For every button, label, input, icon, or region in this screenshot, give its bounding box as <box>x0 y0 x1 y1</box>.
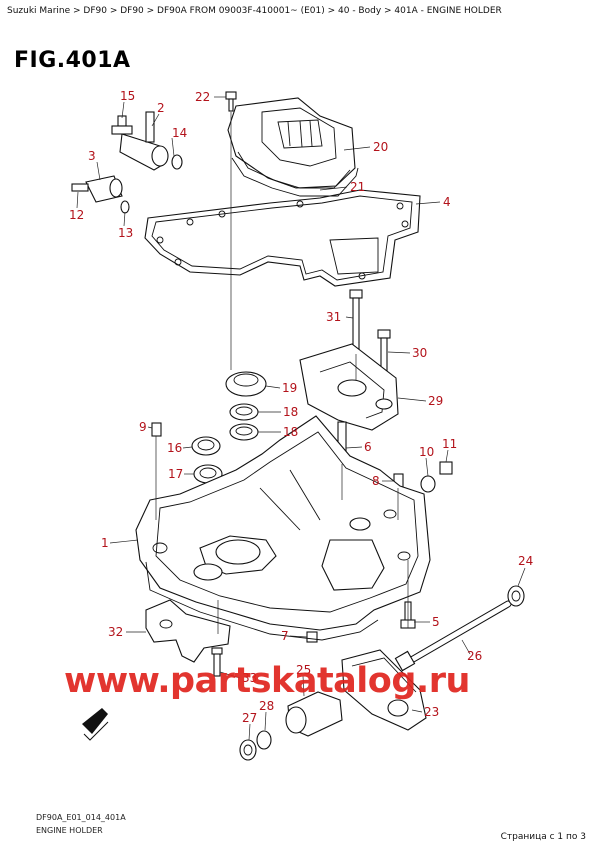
nut-part-24 <box>507 585 525 607</box>
seal-part-16 <box>191 436 221 456</box>
washer-part-18-lower <box>229 423 259 441</box>
callout-30: 30 <box>412 346 427 360</box>
watermark: www.partskatalog.ru <box>64 661 470 701</box>
fitting-part-3 <box>85 175 123 203</box>
callout-23: 23 <box>424 705 439 719</box>
bolt-part-26 <box>394 600 512 672</box>
fitting-part-15 <box>111 115 133 135</box>
callout-11: 11 <box>442 437 457 451</box>
seal-part-19 <box>225 371 267 397</box>
front-arrow-icon <box>82 708 109 741</box>
mount-bracket-part-29 <box>299 343 399 431</box>
engine-holder-part-1 <box>135 415 431 641</box>
callout-8: 8 <box>372 474 380 488</box>
gasket-part-4 <box>144 189 421 287</box>
bolt-part-12 <box>71 183 89 192</box>
mount-part-23 <box>341 649 427 731</box>
callout-5: 5 <box>432 615 440 629</box>
callout-31: 31 <box>326 310 341 324</box>
callout-28: 28 <box>259 699 274 713</box>
callout-16: 16 <box>167 441 182 455</box>
callout-24: 24 <box>518 554 533 568</box>
footer-name: ENGINE HOLDER <box>36 826 103 835</box>
breadcrumb: Suzuki Marine > DF90 > DF90 > DF90A FROM… <box>7 6 502 16</box>
bolt-part-33 <box>211 647 223 677</box>
alignment-lines <box>155 112 409 634</box>
callout-32: 32 <box>108 625 123 639</box>
callout-29: 29 <box>428 394 443 408</box>
callout-22: 22 <box>195 90 210 104</box>
cover-gasket-part-21 <box>231 151 359 197</box>
callout-6: 6 <box>364 440 372 454</box>
nut-part-27 <box>239 739 257 761</box>
callout-2: 2 <box>157 101 165 115</box>
pin-part-7 <box>306 631 318 643</box>
callout-25: 25 <box>296 663 311 677</box>
plate-part-32 <box>145 599 231 663</box>
oring-part-14 <box>171 154 183 170</box>
callout-4: 4 <box>443 195 451 209</box>
callout-18-lower: 18 <box>283 425 298 439</box>
fitting-part-2 <box>119 111 169 171</box>
callout-labels: 15 2 14 3 12 13 22 20 21 4 31 30 29 19 1… <box>69 89 533 725</box>
callout-26: 26 <box>467 649 482 663</box>
callout-13: 13 <box>118 226 133 240</box>
pin-part-9 <box>151 422 162 437</box>
callout-3: 3 <box>88 149 96 163</box>
callout-7: 7 <box>281 629 289 643</box>
page-count: Страница с 1 по 3 <box>500 832 586 842</box>
callout-leaders <box>76 96 526 741</box>
oring-part-13 <box>120 200 130 214</box>
bolt-part-22 <box>225 91 237 112</box>
callout-18-upper: 18 <box>283 405 298 419</box>
callout-10: 10 <box>419 445 434 459</box>
cover-part-20 <box>227 97 356 189</box>
callout-20: 20 <box>373 140 388 154</box>
callout-12: 12 <box>69 208 84 222</box>
footer-code: DF90A_E01_014_401A <box>36 813 126 822</box>
callout-17: 17 <box>168 467 183 481</box>
callout-21: 21 <box>350 180 365 194</box>
callout-9: 9 <box>139 420 147 434</box>
figure-title: FIG.401A <box>14 48 131 73</box>
plug-part-11 <box>439 461 453 475</box>
callout-27: 27 <box>242 711 257 725</box>
callout-14: 14 <box>172 126 187 140</box>
callout-15: 15 <box>120 89 135 103</box>
callout-19: 19 <box>282 381 297 395</box>
bushing-part-25 <box>285 691 343 737</box>
callout-1: 1 <box>101 536 109 550</box>
washer-part-28 <box>256 730 272 750</box>
washer-part-10 <box>420 475 436 493</box>
washer-part-18-upper <box>229 403 259 421</box>
callout-33: 33 <box>242 671 257 685</box>
